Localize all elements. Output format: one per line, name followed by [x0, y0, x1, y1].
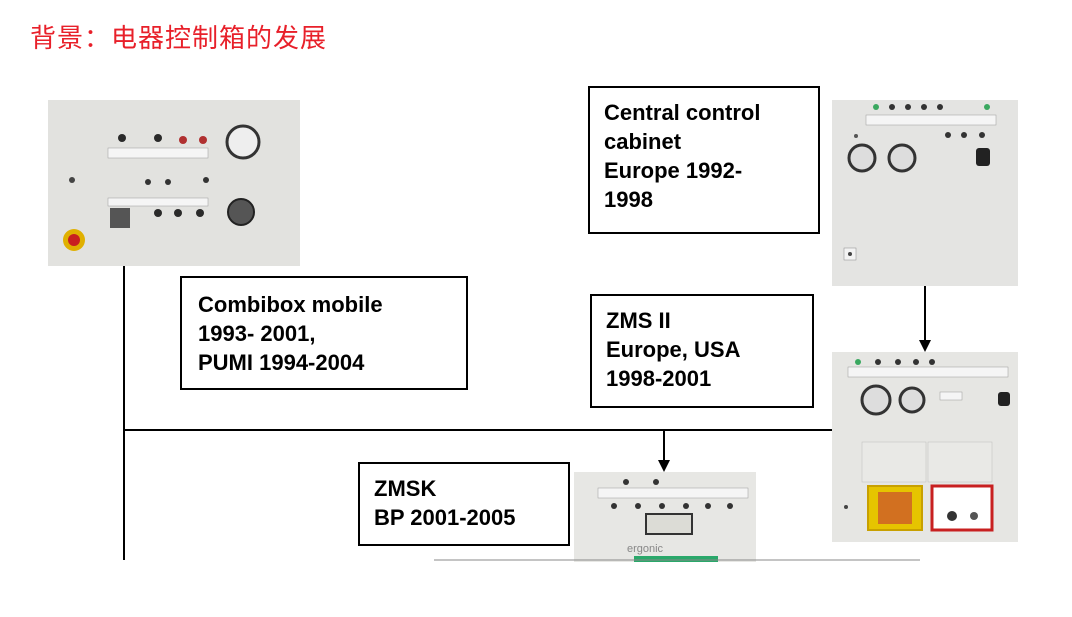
photo-zmsk-brand: ergonic [627, 543, 664, 555]
label-central-line1: Central control [604, 100, 761, 125]
photo-central [832, 100, 1018, 286]
label-central: Central control cabinet Europe 1992- 199… [588, 86, 820, 234]
arrow-head-zmsk [658, 460, 670, 472]
photo-zmsk [574, 472, 756, 562]
label-central-line2: cabinet [604, 129, 682, 154]
label-zms2: ZMS II Europe, USA 1998-2001 [590, 294, 814, 408]
label-zmsk-line1: ZMSK [374, 476, 437, 501]
photo-zms2 [832, 352, 1018, 542]
label-central-line3: Europe 1992- [604, 158, 743, 183]
label-zms2-line2: Europe, USA [606, 337, 741, 362]
label-zmsk-line2: BP 2001-2005 [374, 505, 516, 530]
page-title: 背景：电器控制箱的发展 [30, 24, 328, 54]
photo-combibox [48, 100, 300, 266]
label-combibox-line1: Combibox mobile [198, 292, 383, 317]
label-zmsk: ZMSK BP 2001-2005 [358, 462, 570, 546]
label-combibox-line3: PUMI 1994-2004 [198, 350, 365, 375]
label-central-line4: 1998 [604, 187, 653, 212]
label-combibox-line2: 1993- 2001, [198, 321, 316, 346]
label-zms2-line3: 1998-2001 [606, 366, 712, 391]
arrow-head-zms2 [919, 340, 931, 352]
label-combibox: Combibox mobile 1993- 2001, PUMI 1994-20… [180, 276, 468, 390]
label-zms2-line1: ZMS II [606, 308, 671, 333]
